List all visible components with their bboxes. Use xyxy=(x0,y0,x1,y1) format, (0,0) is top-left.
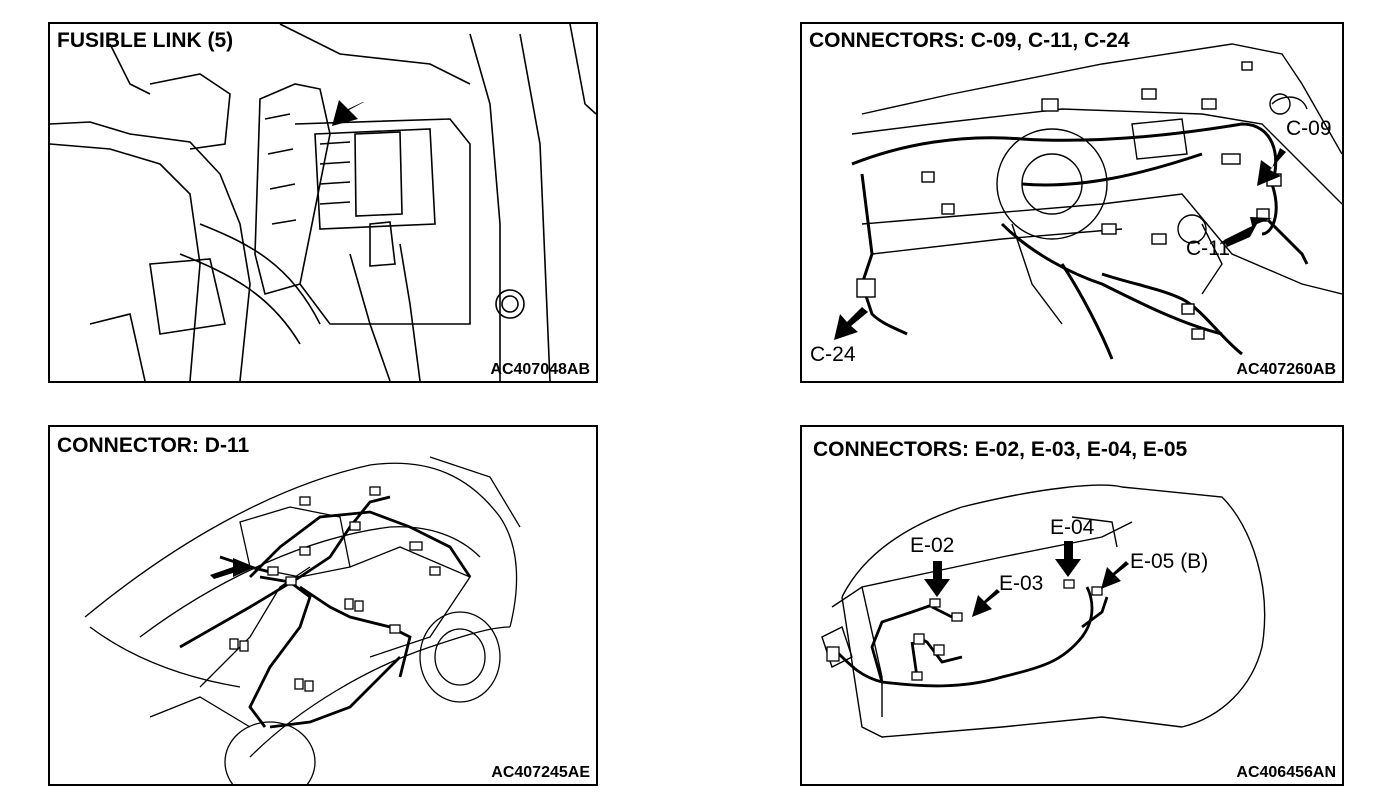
panel-title: FUSIBLE LINK (5) xyxy=(57,29,234,52)
panel-connectors-c: CONNECTORS: C-09, C-11, C-24 C-09 C-11 C… xyxy=(800,22,1344,383)
figure-code: AC406456AN xyxy=(1236,764,1336,781)
pointer-arrow-icon xyxy=(210,558,255,579)
label-c24: C-24 xyxy=(810,343,856,366)
panel-title: CONNECTOR: D-11 xyxy=(57,434,250,457)
label-e04: E-04 xyxy=(1050,516,1095,539)
panel-title: CONNECTORS: E-02, E-03, E-04, E-05 xyxy=(813,438,1188,461)
dashboard-harness-illustration xyxy=(851,43,1342,360)
panel-connector-d: CONNECTOR: D-11 AC407245AE xyxy=(48,425,598,786)
figure-code: AC407048AB xyxy=(490,361,590,378)
panel-fusible-link: FUSIBLE LINK (5) AC407048AB xyxy=(48,22,598,383)
door-harness-illustration xyxy=(821,484,1266,738)
figure-code: AC407260AB xyxy=(1236,361,1336,378)
panel-title: CONNECTORS: C-09, C-11, C-24 xyxy=(809,29,1130,52)
pointer-arrow-icon xyxy=(332,100,364,126)
pointer-arrow-icon xyxy=(924,541,1129,617)
label-e03: E-03 xyxy=(999,572,1044,595)
pointer-arrow-icon xyxy=(834,148,1286,340)
car-harness-illustration xyxy=(84,456,521,784)
figure-code: AC407245AE xyxy=(491,764,590,781)
engine-bay-illustration xyxy=(50,24,596,381)
panel-connectors-e: CONNECTORS: E-02, E-03, E-04, E-05 E-02 … xyxy=(800,425,1344,786)
label-e05: E-05 (B) xyxy=(1130,550,1209,573)
label-c09: C-09 xyxy=(1286,117,1332,140)
label-c11: C-11 xyxy=(1186,237,1230,260)
label-e02: E-02 xyxy=(910,534,955,557)
